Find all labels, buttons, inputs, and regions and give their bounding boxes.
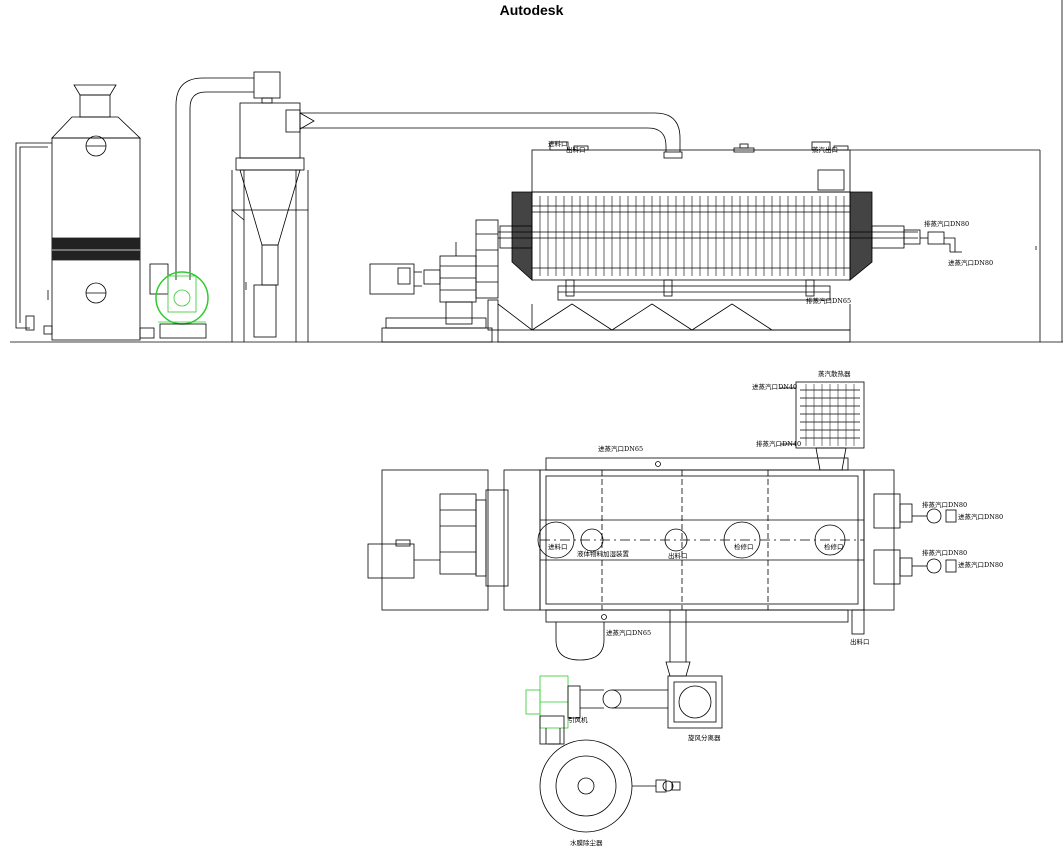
plan-view: 蒸汽散热器 进蒸汽口DN40 排蒸汽口DN40 进蒸汽口DN65 进料口 液体物…: [367, 369, 1003, 847]
label-steam-outlet-elev: 排蒸汽口DN80: [924, 219, 969, 228]
label-scrubber: 水膜除尘器: [570, 838, 603, 847]
duct-system: [175, 71, 683, 280]
label-steam-in-top: 进蒸汽口DN65: [598, 444, 643, 453]
label-steam-in-r1: 进蒸汽口DN80: [958, 512, 1003, 521]
label-condenser: 蒸汽散热器: [818, 369, 851, 378]
label-sight-port-2: 检修口: [824, 542, 844, 551]
condenser-plan: [780, 381, 865, 471]
fan-plan: [525, 675, 581, 744]
label-feed-inlet-plan: 进料口: [548, 542, 568, 551]
cyclone-plan: [580, 610, 723, 729]
label-feed-inlet-elev: 进料口: [548, 139, 568, 148]
fan-elevation: [149, 263, 209, 339]
scrubber-tower: [15, 84, 155, 341]
cyclone-elevation: [231, 102, 315, 342]
label-liquid-device: 液体物料加湿装置: [577, 549, 630, 558]
app-title: Autodesk: [499, 2, 564, 18]
label-steam-in-r2: 进蒸汽口DN80: [958, 560, 1003, 569]
drive-unit-elevation: [369, 219, 499, 343]
dryer-plan: [367, 457, 957, 661]
scrubber-plan: [539, 715, 681, 833]
label-fan: 引风机: [568, 715, 588, 724]
label-sight-port: 检修口: [734, 542, 754, 551]
label-discharge-plan: 出料口: [850, 637, 870, 646]
label-condensate-elev: 排蒸汽口DN65: [806, 296, 851, 305]
label-discharge-elev: 出料口: [566, 145, 586, 154]
label-cyclone: 旋风分离器: [688, 733, 721, 742]
label-steam-out-r2: 排蒸汽口DN80: [922, 548, 967, 557]
label-port-mid: 出料口: [668, 551, 688, 560]
label-steam-in-bottom: 进蒸汽口DN65: [606, 628, 651, 637]
elevation-view: 进料口 出料口 蒸汽出口 排蒸汽口DN80 进蒸汽口DN80 排蒸汽口DN65: [10, 0, 1063, 343]
label-vapor-outlet-elev: 蒸汽出口: [812, 145, 838, 154]
label-steam-inlet-elev: 进蒸汽口DN80: [948, 258, 993, 267]
dryer-elevation: [497, 141, 1041, 343]
label-steam-out-r1: 排蒸汽口DN80: [922, 500, 967, 509]
label-steam-in-a: 进蒸汽口DN40: [752, 382, 797, 391]
label-steam-out-a: 排蒸汽口DN40: [756, 439, 801, 448]
